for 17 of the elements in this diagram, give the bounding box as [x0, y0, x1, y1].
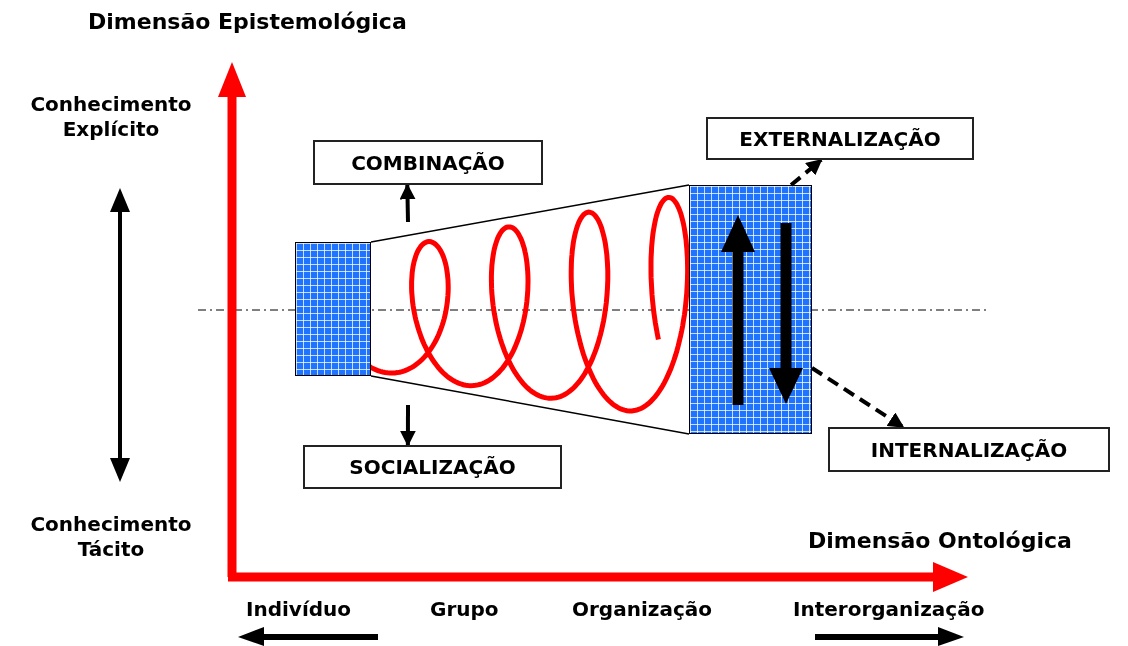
axis-label: Indivíduo	[246, 597, 353, 622]
axis-label: Organização	[572, 597, 713, 622]
arrow	[810, 366, 905, 429]
arrow	[789, 158, 823, 187]
axis-label: Conhecimento Tácito	[29, 512, 193, 562]
axis-label: Grupo	[430, 597, 500, 622]
mode-box: SOCIALIZAÇÃO	[303, 445, 562, 489]
grid-block	[295, 242, 371, 376]
arrow	[399, 405, 416, 447]
mode-box: COMBINAÇÃO	[313, 140, 543, 185]
axis-label: Dimensão Epistemológica	[88, 8, 408, 36]
axis-label: Interorganização	[793, 597, 986, 622]
arrow	[399, 183, 416, 223]
mode-box: INTERNALIZAÇÃO	[828, 427, 1110, 472]
mode-box: EXTERNALIZAÇÃO	[706, 117, 974, 160]
axis-label: Dimensão Ontológica	[808, 527, 1073, 555]
axis-label: Conhecimento Explícito	[29, 92, 193, 142]
